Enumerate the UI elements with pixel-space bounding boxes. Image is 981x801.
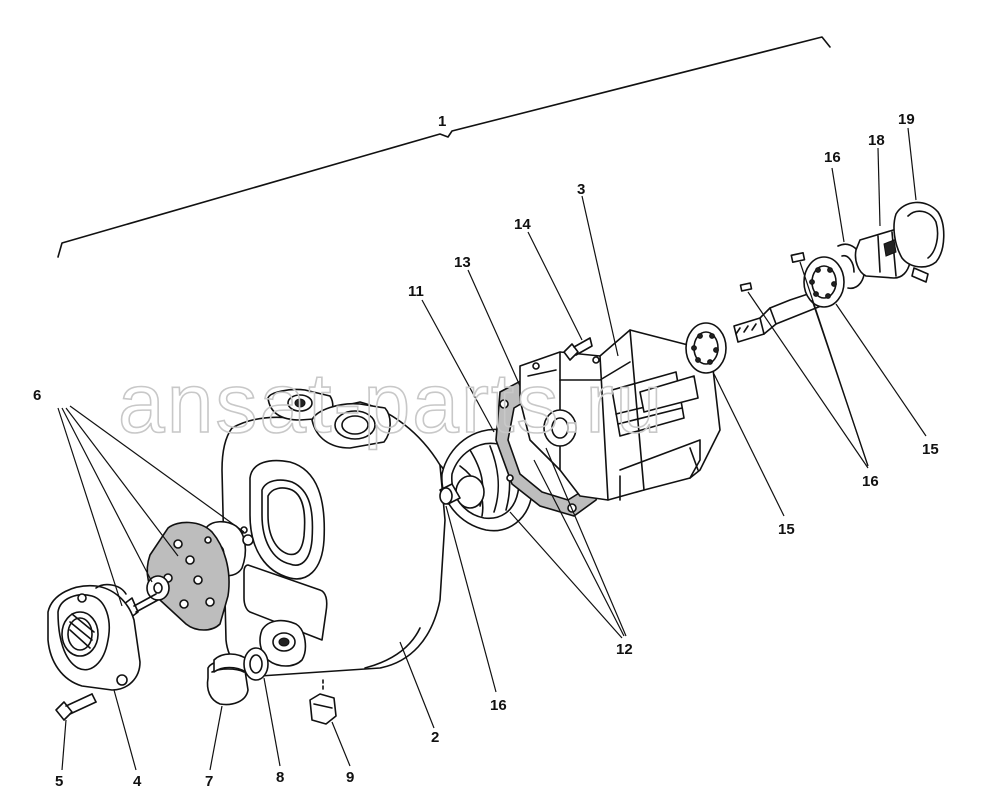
drain-plug: [206, 653, 249, 706]
callout-3: 3: [577, 181, 585, 198]
callout-9: 9: [346, 769, 354, 786]
callout-7: 7: [205, 773, 213, 790]
callout-15-right: 15: [922, 441, 939, 458]
cover-bolt: [55, 693, 97, 721]
callout-16-right: 16: [862, 473, 879, 490]
callout-1: 1: [438, 113, 446, 130]
assembly-bracket: [57, 36, 831, 258]
callout-12: 12: [616, 641, 633, 658]
bearing-outer: [803, 256, 845, 308]
callout-4: 4: [133, 773, 142, 790]
callout-14: 14: [514, 216, 531, 233]
callout-6: 6: [33, 387, 41, 404]
callout-13: 13: [454, 254, 471, 271]
callout-8: 8: [276, 769, 284, 786]
callout-16-bottom: 16: [490, 697, 507, 714]
watermark-text: ansat-parts.ru: [118, 356, 664, 450]
pump-shaft: [733, 252, 827, 343]
callout-labels: 1 2 3 4 5 6 7 8 9 11 12 13 14 15 15 16 1…: [33, 111, 939, 790]
bearing-frame: [519, 329, 721, 501]
frame-bolt: [563, 337, 593, 361]
callout-15-middle: 15: [778, 521, 795, 538]
callout-16-top: 16: [824, 149, 841, 166]
callout-5: 5: [55, 773, 63, 790]
callout-11: 11: [408, 283, 424, 300]
callout-19: 19: [898, 111, 915, 128]
lower-plug: [309, 679, 337, 725]
callout-18: 18: [868, 132, 885, 149]
cover-gasket: [123, 521, 230, 631]
drain-washer: [243, 647, 269, 681]
leader-lines: [57, 127, 927, 771]
callout-2: 2: [431, 729, 439, 746]
pump-housing: [203, 388, 448, 677]
bearing-inner: [685, 322, 727, 374]
end-cap: [893, 201, 945, 268]
suction-cover: [47, 583, 141, 691]
